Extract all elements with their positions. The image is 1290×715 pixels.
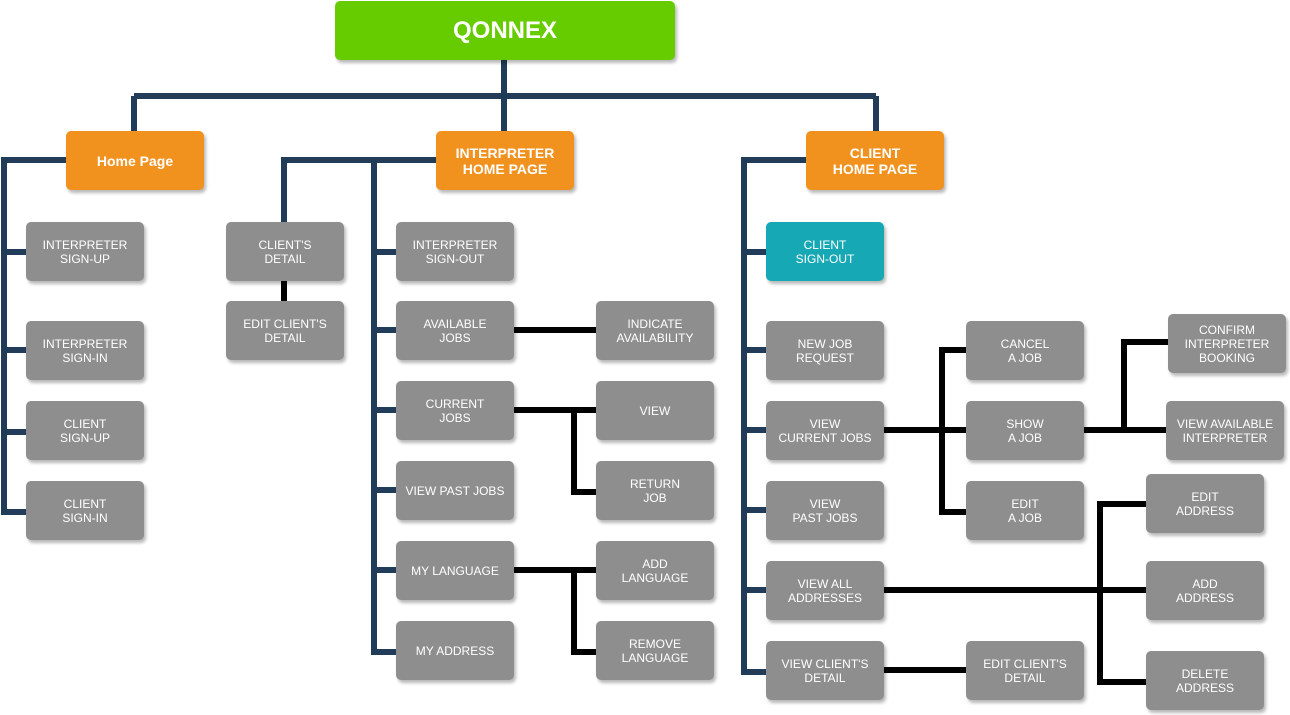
current-jobs-actions-link: [884, 347, 966, 515]
root-connector: [131, 60, 879, 132]
indicate-availability-node: INDICATE AVAILABILITY: [596, 301, 714, 360]
interpreter-sign-up-node: INTERPRETER SIGN-UP: [26, 222, 144, 281]
show-job-node: SHOW A JOB: [966, 401, 1084, 460]
current-jobs-link: [514, 407, 596, 495]
confirm-interpreter-booking-node: CONFIRM INTERPRETER BOOKING: [1168, 314, 1286, 373]
client-home-page-node: CLIENT HOME PAGE: [806, 131, 944, 190]
delete-address-node: DELETE ADDRESS: [1146, 651, 1264, 710]
return-job-node: RETURN JOB: [596, 461, 714, 520]
view-node: VIEW: [596, 381, 714, 440]
edit-address-node: EDIT ADDRESS: [1146, 474, 1264, 533]
client-connector: [741, 157, 806, 675]
show-job-link: [1084, 339, 1168, 433]
interpreter-sign-out-node: INTERPRETER SIGN-OUT: [396, 222, 514, 281]
edit-client-detail-client-node: EDIT CLIENT'S DETAIL: [966, 641, 1084, 700]
client-detail-node: CLIENT'S DETAIL: [226, 222, 344, 281]
client-sign-in-node: CLIENT SIGN-IN: [26, 481, 144, 540]
client-sign-out-node: CLIENT SIGN-OUT: [766, 222, 884, 281]
add-language-node: ADD LANGUAGE: [596, 541, 714, 600]
addresses-link: [884, 501, 1146, 685]
root-node: QONNEX: [335, 1, 675, 60]
cancel-job-node: CANCEL A JOB: [966, 321, 1084, 380]
view-past-jobs-node: VIEW PAST JOBS: [396, 461, 514, 520]
interpreter-connector: [281, 157, 436, 655]
current-jobs-node: CURRENT JOBS: [396, 381, 514, 440]
language-link: [514, 567, 596, 655]
view-past-jobs-client-node: VIEW PAST JOBS: [766, 481, 884, 540]
home-page-node: Home Page: [66, 131, 204, 190]
interpreter-sign-in-node: INTERPRETER SIGN-IN: [26, 321, 144, 380]
my-language-node: MY LANGUAGE: [396, 541, 514, 600]
edit-client-detail-node: EDIT CLIENT'S DETAIL: [226, 301, 344, 360]
view-all-addresses-node: VIEW ALL ADDRESSES: [766, 561, 884, 620]
client-sign-up-node: CLIENT SIGN-UP: [26, 401, 144, 460]
view-available-interpreter-node: VIEW AVAILABLE INTERPRETER: [1166, 401, 1284, 460]
add-address-node: ADD ADDRESS: [1146, 561, 1264, 620]
view-client-detail-node: VIEW CLIENT'S DETAIL: [766, 641, 884, 700]
home-connector: [1, 157, 66, 515]
edit-job-node: EDIT A JOB: [966, 481, 1084, 540]
my-address-node: MY ADDRESS: [396, 621, 514, 680]
new-job-request-node: NEW JOB REQUEST: [766, 321, 884, 380]
interpreter-home-page-node: INTERPRETER HOME PAGE: [436, 131, 574, 190]
available-jobs-node: AVAILABLE JOBS: [396, 301, 514, 360]
remove-language-node: REMOVE LANGUAGE: [596, 621, 714, 680]
view-current-jobs-node: VIEW CURRENT JOBS: [766, 401, 884, 460]
